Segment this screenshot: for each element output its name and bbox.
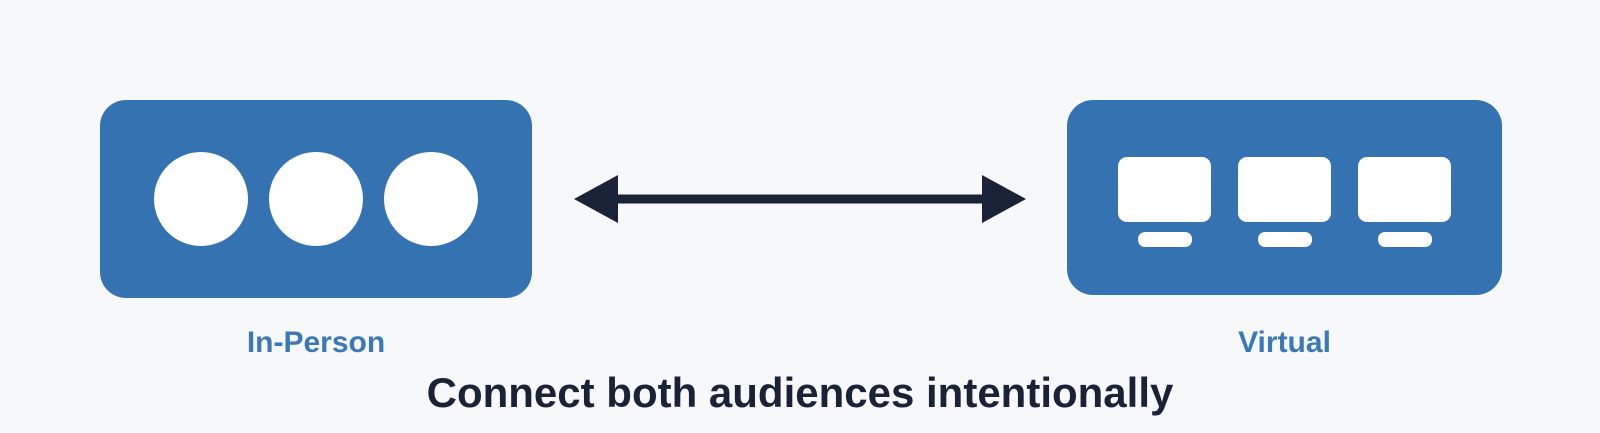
arrow-head-left [574,175,618,223]
caption: Connect both audiences intentionally [426,369,1174,416]
monitor-screen [1358,156,1451,222]
double-arrow-icon [574,175,1026,223]
person-circle-icon [384,152,478,246]
monitor-icon [1358,156,1451,247]
virtual-box [1067,100,1502,295]
in-person-label: In-Person [246,326,386,359]
monitor-icon [1118,156,1211,247]
person-circle-icon [154,152,248,246]
person-circle-icon [269,152,363,246]
arrow-shaft [610,194,990,204]
monitor-stand [1377,231,1432,247]
monitor-stand [1257,231,1312,247]
monitor-screen [1118,156,1211,222]
virtual-label: Virtual [1238,326,1331,359]
arrow-head-right [982,175,1026,223]
monitor-icon [1238,156,1331,247]
in-person-box [100,100,532,298]
monitor-screen [1238,156,1331,222]
monitor-stand [1137,231,1192,247]
